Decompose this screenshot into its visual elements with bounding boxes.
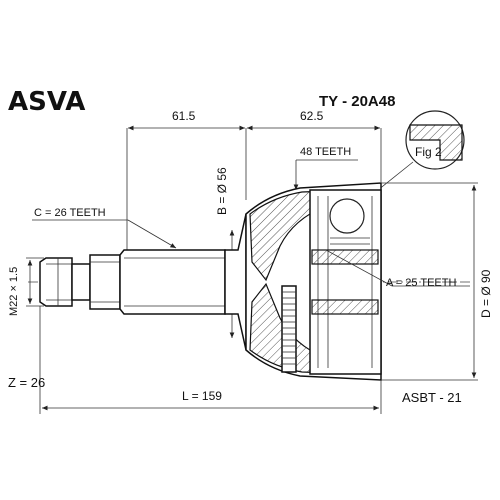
figure-detail: Fig 2 — [377, 110, 465, 191]
thread-label: M22 × 1.5 — [8, 267, 20, 316]
spline-c-callout: C = 26 TEETH — [32, 207, 177, 249]
thread-dimension: M22 × 1.5 — [8, 257, 44, 316]
spline-a-callout: A = 25 TEETH — [325, 249, 470, 289]
spline-a-label: A = 25 TEETH — [386, 277, 456, 289]
z-value-label: Z = 26 — [8, 375, 45, 390]
outer-teeth-label: 48 TEETH — [300, 146, 351, 158]
top-dimensions: 61.5 62.5 — [126, 109, 382, 260]
diameter-d-dimension: D = Ø 90 — [381, 182, 493, 381]
part-number: TY - 20A48 — [319, 93, 395, 110]
shaft-body — [39, 213, 247, 351]
dimension-length-left: 61.5 — [172, 109, 196, 123]
reference-code: ASBT - 21 — [402, 390, 462, 405]
figure-label: Fig 2 — [415, 145, 442, 159]
brand-logo: ASVA — [8, 87, 85, 117]
total-length-label: L = 159 — [182, 389, 222, 403]
outer-housing — [245, 182, 382, 381]
dimension-length-right: 62.5 — [300, 109, 324, 123]
total-length-dimension: L = 159 — [39, 306, 382, 414]
spline-c-label: C = 26 TEETH — [34, 207, 106, 219]
diameter-d-label: D = Ø 90 — [479, 269, 493, 318]
outer-teeth-callout: 48 TEETH — [293, 146, 358, 190]
diameter-b-label: B = Ø 56 — [215, 167, 229, 215]
